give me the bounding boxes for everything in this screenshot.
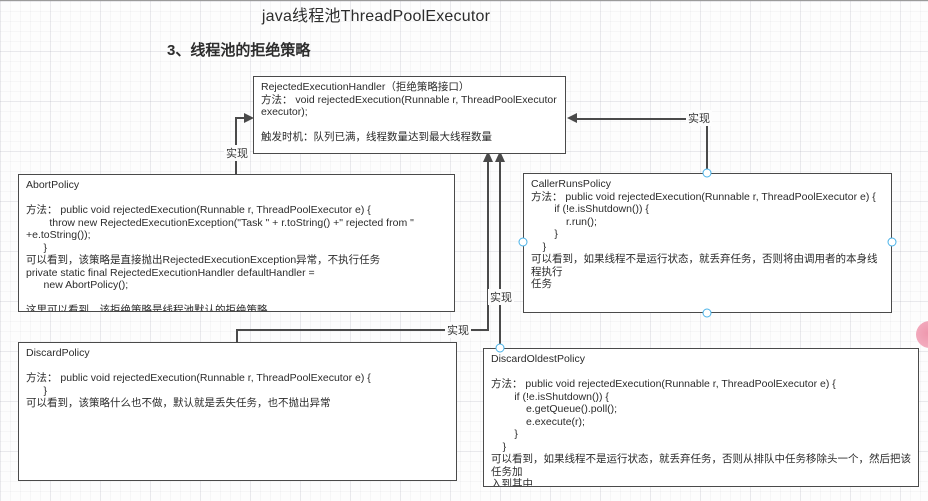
edge-label-implements: 实现 [488,289,514,305]
edge-label-implements: 实现 [224,145,250,161]
edge-label-implements: 实现 [445,322,471,338]
node-discard-policy[interactable]: DiscardPolicy 方法： public void rejectedEx… [18,342,457,481]
node-text: AbortPolicy 方法： public void rejectedExec… [26,179,414,312]
edge-label-implements: 实现 [686,110,712,126]
node-rejected-execution-handler[interactable]: RejectedExecutionHandler（拒绝策略接口） 方法： voi… [253,76,566,154]
edge-abort-to-handler-horizontal[interactable] [235,117,245,119]
section-heading: 3、线程池的拒绝策略 [167,42,311,59]
pink-cursor-marker [916,321,928,348]
node-caller-runs-policy[interactable]: CallerRunsPolicy 方法： public void rejecte… [523,173,892,313]
edge-caller-to-handler-horizontal[interactable] [576,118,708,120]
node-abort-policy[interactable]: AbortPolicy 方法： public void rejectedExec… [18,174,455,312]
arrowhead-up-icon [495,151,505,162]
selection-handle-right[interactable] [887,237,897,247]
arrowhead-right-icon [244,113,254,123]
selection-handle-left[interactable] [518,237,528,247]
connection-point-handle[interactable] [495,343,505,353]
arrowhead-up-icon [483,151,493,162]
arrowhead-left-icon [567,113,577,123]
node-text: DiscardOldestPolicy 方法： public void reje… [491,353,911,487]
edge-discard-to-handler-vertical[interactable] [487,161,489,330]
node-text: RejectedExecutionHandler（拒绝策略接口） 方法： voi… [261,81,557,143]
node-text: DiscardPolicy 方法： public void rejectedEx… [26,347,371,409]
edge-caller-to-handler-vertical[interactable] [706,119,708,173]
node-text: CallerRunsPolicy 方法： public void rejecte… [531,178,878,290]
selection-handle-top[interactable] [702,168,712,178]
edge-discard-to-handler-stub[interactable] [236,329,238,342]
edge-discard-to-handler-horizontal[interactable] [236,329,489,331]
edge-oldest-to-handler-vertical[interactable] [499,161,501,348]
page-title: java线程池ThreadPoolExecutor [261,8,491,25]
selection-handle-bottom[interactable] [702,308,712,318]
node-discard-oldest-policy[interactable]: DiscardOldestPolicy 方法： public void reje… [483,348,919,487]
